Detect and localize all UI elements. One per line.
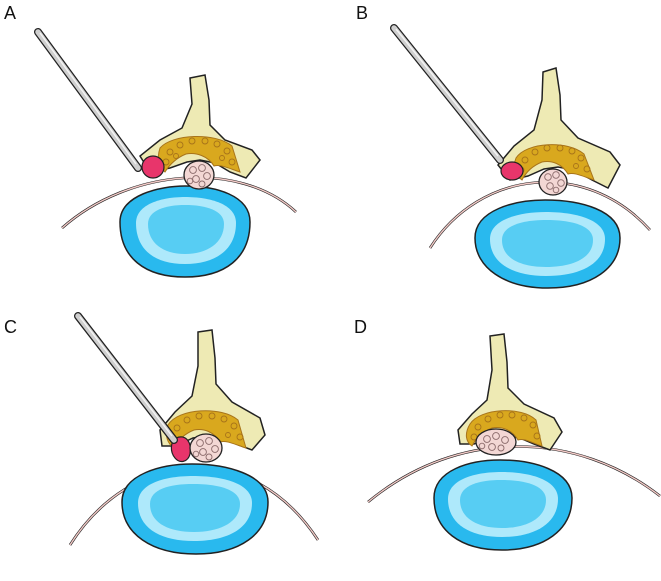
ligament-texture: [162, 137, 236, 166]
vertebra-diagram-b: [390, 24, 651, 289]
probe-icon: [34, 28, 142, 172]
panel-a: A: [0, 0, 330, 290]
nerve-root-bundle: [189, 433, 223, 463]
panel-c: C: [0, 290, 330, 580]
disc-nucleus: [460, 480, 546, 528]
nerve-root-bundle: [538, 168, 568, 196]
panel-label-c: C: [4, 317, 17, 337]
panel-b: B: [330, 0, 660, 290]
panel-label-d: D: [354, 317, 367, 337]
probe-icon: [390, 24, 504, 164]
panel-d: D: [330, 290, 661, 580]
probe-icon: [74, 312, 178, 444]
vertebra-diagram-a: [34, 28, 297, 278]
fat-tissue: [500, 161, 524, 181]
membrane: [428, 180, 651, 249]
vertebra-diagram-d: [367, 333, 661, 551]
vertebra-diagram-c: [68, 312, 320, 555]
disc-nucleus: [148, 205, 224, 254]
panel-label-b: B: [356, 3, 369, 23]
ligament-texture: [470, 411, 541, 441]
membrane: [61, 176, 297, 229]
nerve-root-bundle: [183, 160, 215, 190]
panel-label-a: A: [4, 3, 17, 23]
disc-nucleus: [150, 484, 240, 532]
nerve-root-bundle: [475, 428, 517, 456]
disc-nucleus: [502, 220, 593, 267]
membrane: [367, 445, 661, 504]
fat-tissue: [141, 155, 165, 179]
